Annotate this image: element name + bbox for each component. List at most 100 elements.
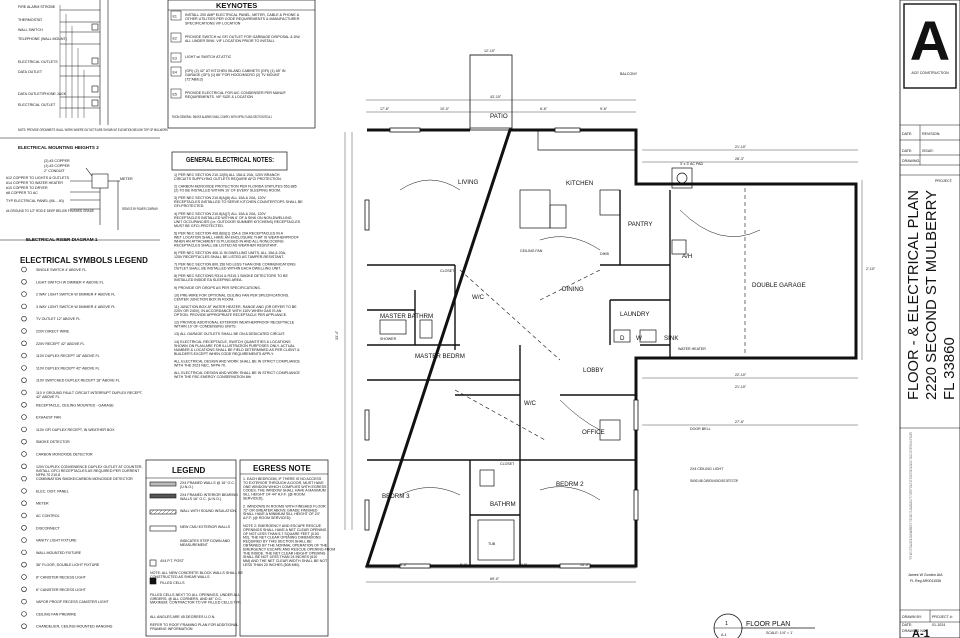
room-wc: W/C bbox=[472, 294, 485, 301]
symbol-label: 110V GFI DUPLEX RECEPT, IN WEATHER BOX bbox=[36, 428, 115, 432]
drawing-name: FLOOR PLAN bbox=[746, 621, 790, 628]
signer-license: FL Reg AR0011536 bbox=[910, 579, 941, 583]
mount-note: NOTE: PROVIDE GROMMETS IN ALL WORK WHERE… bbox=[18, 128, 168, 132]
keynote-text: (GFI) (2) 42" AT KITCHEN ISLAND CABINETS… bbox=[185, 69, 286, 81]
symbol-glyph bbox=[21, 303, 27, 310]
callout-tub: TUB bbox=[488, 542, 496, 546]
egress-title: EGRESS NOTE bbox=[253, 464, 311, 473]
wall-legend-item: ALL ANGLES ARE 45 DEGREES U.O.N. bbox=[150, 615, 215, 619]
keynote-key: E2 bbox=[173, 37, 177, 41]
symbol-glyph bbox=[21, 463, 27, 469]
symbol-label: 220V RECEPT 42" ABOVE FL bbox=[36, 342, 85, 346]
symbol-glyph bbox=[21, 340, 27, 346]
wall-legend-title: LEGEND bbox=[172, 466, 206, 475]
symbol-glyph bbox=[21, 402, 27, 408]
symbol-glyph bbox=[21, 488, 27, 494]
symbol-glyph bbox=[21, 598, 27, 605]
dim-3: 21'-10" bbox=[735, 145, 747, 149]
symbol-label: AC CONTROL bbox=[36, 514, 60, 518]
riser-label-6: #10 COPPER TO DRYER bbox=[6, 186, 48, 190]
title-block: A ACE CONSTRUCTION DATE: REVISION: DATE:… bbox=[899, 0, 960, 638]
keynote-tag bbox=[170, 10, 182, 21]
symbol-glyph bbox=[21, 389, 27, 396]
symbol-label: 220V DIRECT WIRE bbox=[36, 330, 70, 334]
wall-legend-item: REFER TO ROOF FRAMING PLAN FOR ADDITIONA… bbox=[150, 623, 238, 631]
wall-legend-item: NEW CMU EXTERIOR WALLS bbox=[180, 525, 231, 529]
symbol-glyph bbox=[21, 500, 27, 506]
general-note-item: 3) PER NEC SECTION 210.8(A)(6) ALL 15A &… bbox=[174, 196, 303, 208]
callout-shower: SHOWER bbox=[380, 337, 397, 341]
mount-label-telephone: TELEPHONE (WALL MOUNT) bbox=[18, 37, 67, 41]
symbol-label: METER bbox=[36, 502, 49, 506]
mount-label-electrical-outlet: ELECTRICAL OUTLET bbox=[18, 103, 56, 107]
riser-diagram-panel: (2) #3 COPPER (1) #3 COPPER 2" CONDUIT #… bbox=[0, 159, 160, 242]
drawing-title: 1 A-1 FLOOR PLAN SCALE: 1/4" = 1' bbox=[713, 613, 815, 638]
symbols-legend-panel: ELECTRICAL SYMBOLS LEGEND SINGLE SWITCH … bbox=[20, 256, 148, 629]
riser-label-3: 2" CONDUIT bbox=[44, 169, 65, 173]
wall-legend-item: 2X4 FRAMED WALLS @ 16" O.C.(U.N.O.) bbox=[180, 481, 235, 489]
symbol-label: RECEPTACLE, CEILING MOUNTED - GARAGE bbox=[36, 403, 114, 407]
symbol-glyph bbox=[21, 623, 27, 629]
dim-15: 5'-0" bbox=[460, 563, 468, 567]
project-address: 2220 SECOND ST MULBERRY bbox=[923, 190, 940, 400]
riser-label-4: #12 COPPER TO LIGHTS & OUTLETS bbox=[6, 176, 70, 180]
symbol-glyph bbox=[21, 365, 27, 371]
symbol-label: 6" CANISTER RECESS LIGHT bbox=[36, 588, 87, 592]
general-note-item: 5) PER NEC SECTION 406.8(B)(1) 15A & 20A… bbox=[174, 231, 300, 247]
symbol-label: COMBINATION SMOKE/CARBON MONOXIDE DETECT… bbox=[36, 477, 133, 481]
keynote-key: E1 bbox=[173, 15, 177, 19]
keynote-tag bbox=[170, 88, 182, 99]
drawn-by-label: DRAWN BY: bbox=[902, 615, 922, 619]
date-value: 01-1024 bbox=[932, 623, 945, 627]
dim-7: 21'-10" bbox=[735, 385, 747, 389]
symbol-glyph bbox=[21, 611, 27, 617]
symbol-glyph bbox=[21, 426, 27, 433]
dim-18: 2'-10" bbox=[866, 267, 876, 271]
riser-label-meter: METER bbox=[120, 177, 133, 181]
general-notes-panel: GENERAL ELECTRICAL NOTES: 1) PER NEC SEC… bbox=[171, 151, 303, 379]
general-note-item: 12) PROVIDE ADDITIONAL EXTERIOR WEATHERP… bbox=[174, 321, 295, 329]
wall-legend-item: WALL WITH SOUND INSULATION bbox=[180, 509, 236, 513]
dim-11: 10'-0" bbox=[440, 107, 450, 111]
callout-ceiling-light: 2X4 CEILING LIGHT bbox=[690, 467, 724, 471]
general-note-item: 9) PROVIDE GFI DROPS AS PER SPECIFICATIO… bbox=[174, 286, 261, 290]
room-kitchen: KITCHEN bbox=[566, 180, 593, 187]
date-label: DATE: bbox=[902, 623, 912, 627]
general-note-item: 4) PER NEC SECTION 210.8(A)(7) ALL 15A &… bbox=[174, 212, 301, 228]
rev-drawing-label: DRAWING: bbox=[902, 159, 920, 163]
symbol-glyph bbox=[21, 279, 27, 285]
keynote-key: E4 bbox=[173, 71, 177, 75]
room-dryer: D bbox=[620, 335, 625, 342]
symbol-glyph bbox=[21, 549, 27, 556]
project-number-label: PROJECT #: bbox=[932, 615, 953, 619]
callout-water-heater: WATER HEATER bbox=[678, 347, 706, 351]
symbol-label: SMOKE DETECTOR bbox=[36, 440, 70, 444]
symbol-glyph bbox=[21, 439, 27, 445]
wall-legend-list: 2X4 FRAMED WALLS @ 16" O.C.(U.N.O.)2X4 F… bbox=[150, 481, 243, 631]
drawing-icon-number: 1 bbox=[725, 621, 728, 627]
dim-5: 33'-4" bbox=[335, 330, 339, 340]
mount-label-wall-switch: WALL SWITCH bbox=[18, 28, 43, 32]
symbol-label: EXHAUST FAN bbox=[36, 416, 61, 420]
drawing-scale: SCALE: 1/4" = 1' bbox=[766, 631, 793, 635]
dim-2: 43'-10" bbox=[490, 95, 502, 99]
callout-balcony: BALCONY bbox=[620, 72, 638, 76]
general-note-item: 13) ALL GARAGE OUTLETS SHALL BE ON A DED… bbox=[174, 332, 286, 336]
symbol-label: SINGLE SWITCH 4' ABOVE FL bbox=[36, 268, 86, 272]
dim-8: 27'-6" bbox=[735, 420, 745, 424]
room-wc-2: W/C bbox=[524, 400, 537, 407]
symbols-legend-title: ELECTRICAL SYMBOLS LEGEND bbox=[20, 256, 148, 265]
keynote-key: E3 bbox=[173, 57, 177, 61]
symbol-glyph bbox=[21, 561, 27, 568]
symbol-glyph bbox=[21, 352, 27, 359]
riser-title: ELECTRICAL RISER DIAGRAM 1 bbox=[26, 237, 98, 242]
floor-plan: PATIO LIVING KITCHEN PANTRY DINING W/C M… bbox=[335, 49, 876, 583]
logo-letter: A bbox=[910, 9, 950, 72]
logo-frame bbox=[903, 3, 957, 89]
keynote-tag bbox=[170, 32, 182, 43]
symbol-label: 36" FLOOR, DOUBLE LIGHT FIXTURE bbox=[36, 563, 100, 567]
